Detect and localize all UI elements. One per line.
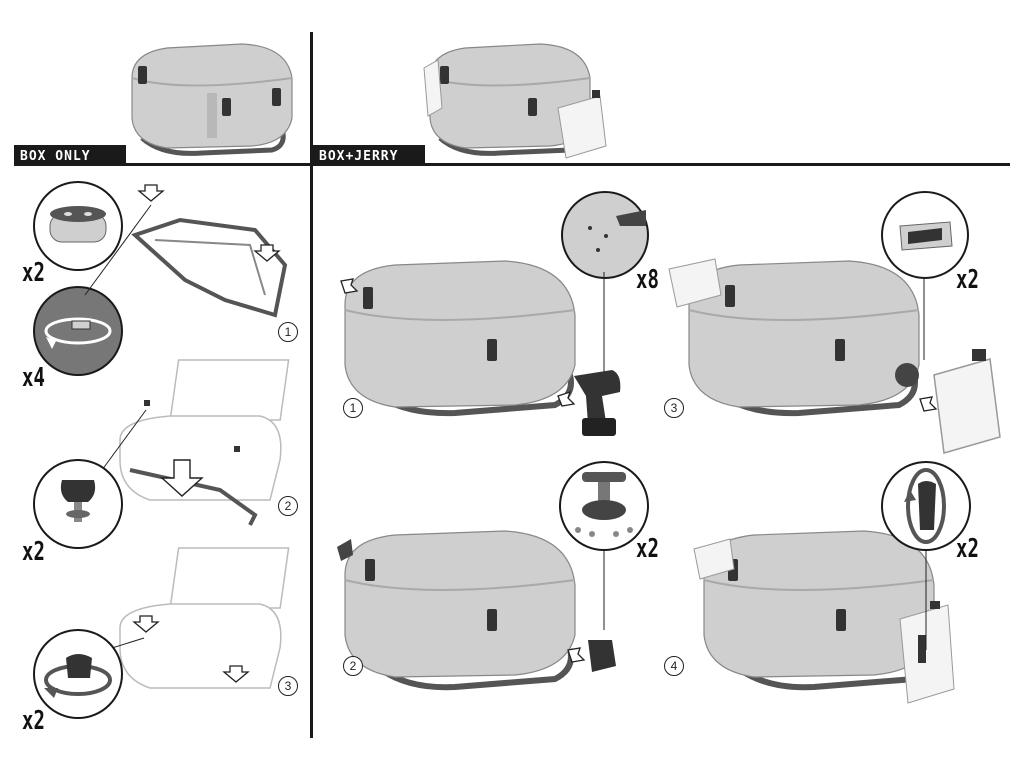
section-label-box-only: BOX ONLY [14, 145, 126, 164]
step-number: 3 [664, 398, 684, 418]
box-jerry-cans-illustration [423, 43, 607, 159]
step-number: 2 [278, 496, 298, 516]
quantity-label: x2 [636, 534, 659, 564]
step-number: 2 [343, 656, 363, 676]
box-illustration-right-step-4 [693, 530, 955, 704]
rotate-arrow-icon [904, 490, 916, 502]
quantity-label: x2 [22, 258, 45, 288]
jerry-can-icon [919, 349, 1001, 454]
header-divider-left [14, 163, 310, 166]
step-number: 1 [278, 322, 298, 342]
detail-circle-drill-holes [561, 191, 649, 279]
quantity-label: x4 [22, 363, 45, 393]
column-divider [310, 32, 313, 738]
quantity-label: x2 [22, 706, 45, 736]
rotate-arrow-icon [44, 688, 58, 698]
step-number: 1 [343, 398, 363, 418]
jerry-can-icon [668, 258, 722, 308]
box-only-illustration [131, 43, 293, 156]
drill-icon [557, 272, 621, 436]
knob-icon [60, 480, 96, 502]
section-label-box-jerry-cans: BOX+JERRY CANS [313, 145, 425, 183]
quantity-label: x2 [956, 265, 979, 295]
detail-circle-mount-parts [559, 461, 649, 630]
quantity-label: x2 [22, 537, 45, 567]
header-divider-right [313, 163, 1010, 166]
detail-circle-rotate-knob [33, 629, 123, 719]
step-number: 4 [664, 656, 684, 676]
box-illustration-right-step-2 [337, 530, 576, 691]
detail-circle-knob [33, 459, 123, 549]
step-number: 3 [278, 676, 298, 696]
box-illustration-right-step-3 [668, 258, 920, 417]
detail-circle-rotate-clip-right [881, 461, 971, 650]
hollow-arrow-icon [137, 184, 165, 202]
detail-circle-foam-pad [33, 181, 123, 271]
quantity-label: x2 [956, 534, 979, 564]
detail-circle-clip [881, 191, 969, 360]
open-box-illustration-step-3 [79, 547, 290, 689]
box-illustration-right-step-1 [340, 260, 576, 417]
quantity-label: x8 [636, 265, 659, 295]
detail-circle-rotate-clip [33, 286, 123, 376]
frame-illustration [84, 184, 288, 318]
knob-icon [567, 640, 616, 672]
open-box-illustration-step-2 [101, 359, 290, 526]
